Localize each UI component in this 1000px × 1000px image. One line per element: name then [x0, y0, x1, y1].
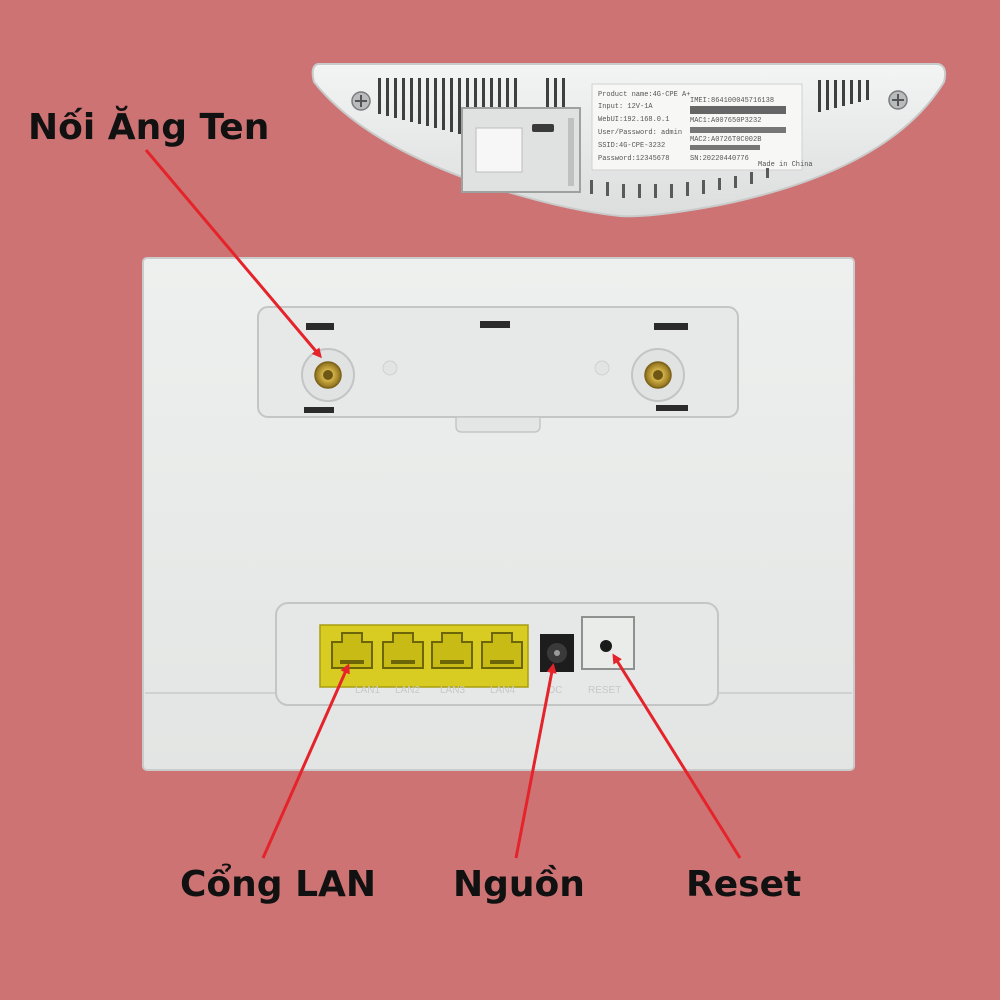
lan-port-icon	[331, 632, 373, 669]
dc-jack-icon	[540, 634, 574, 672]
power-callout-label: Nguồn	[453, 864, 585, 905]
callout-arrows	[144, 149, 742, 859]
sticker-line: MAC2:A0726T0C002B	[690, 136, 761, 144]
barcode-icon	[690, 106, 786, 114]
reset-arrow	[612, 653, 742, 859]
sticker-line: SN:20220440776	[690, 155, 749, 163]
sticker-line: Product name:4G-CPE A+	[598, 91, 690, 99]
antenna-connector-icon	[301, 348, 355, 402]
port-label: LAN4	[490, 685, 515, 696]
antenna-connector-icon	[631, 348, 685, 402]
vent-slots-right	[818, 80, 869, 112]
vent-slots-left	[378, 78, 565, 134]
micro-usb-port-icon	[532, 124, 554, 132]
screw-icon	[351, 91, 371, 111]
lan-port-icon	[382, 632, 424, 669]
sim-slot-area	[461, 107, 581, 193]
sticker-made-in: Made in China	[758, 161, 813, 169]
lan-arrow	[261, 663, 350, 859]
sticker-line: MAC1:A007650P3232	[690, 117, 761, 125]
antenna-callout-label: Nối Ăng Ten	[28, 107, 270, 148]
sticker-line: SSID:4G-CPE-3232	[598, 142, 665, 150]
sticker-line: User/Password: admin	[598, 129, 682, 137]
port-label: LAN2	[395, 685, 420, 696]
sticker-line: WebUI:192.168.0.1	[598, 116, 669, 124]
port-label: DC	[548, 685, 562, 696]
lan-port-icon	[431, 632, 473, 669]
antenna-arrow	[144, 149, 322, 359]
reset-hole-icon	[581, 616, 635, 670]
router-bottom-view: Product name:4G-CPE A+ Input: 12V-1A Web…	[311, 63, 947, 218]
barcode-icon	[690, 145, 760, 150]
barcode-icon	[690, 127, 786, 133]
port-label: LAN1	[355, 685, 380, 696]
screw-icon	[888, 90, 908, 110]
router-back-view: LAN1 LAN2 LAN3 LAN4 DC RESET	[142, 257, 855, 771]
sticker-line: Input: 12V-1A	[598, 103, 653, 111]
reset-callout-label: Reset	[686, 864, 802, 905]
label-sticker: Product name:4G-CPE A+ Input: 12V-1A Web…	[591, 83, 813, 171]
lan-callout-label: Cổng LAN	[180, 864, 377, 905]
lan-port-icon	[481, 632, 523, 669]
port-label: LAN3	[440, 685, 465, 696]
sticker-line: IMEI:864100045716138	[690, 97, 774, 105]
port-label: RESET	[588, 685, 621, 696]
vent-slots-bottom	[590, 168, 769, 198]
power-arrow	[514, 663, 557, 859]
sticker-line: Password:12345678	[598, 155, 669, 163]
